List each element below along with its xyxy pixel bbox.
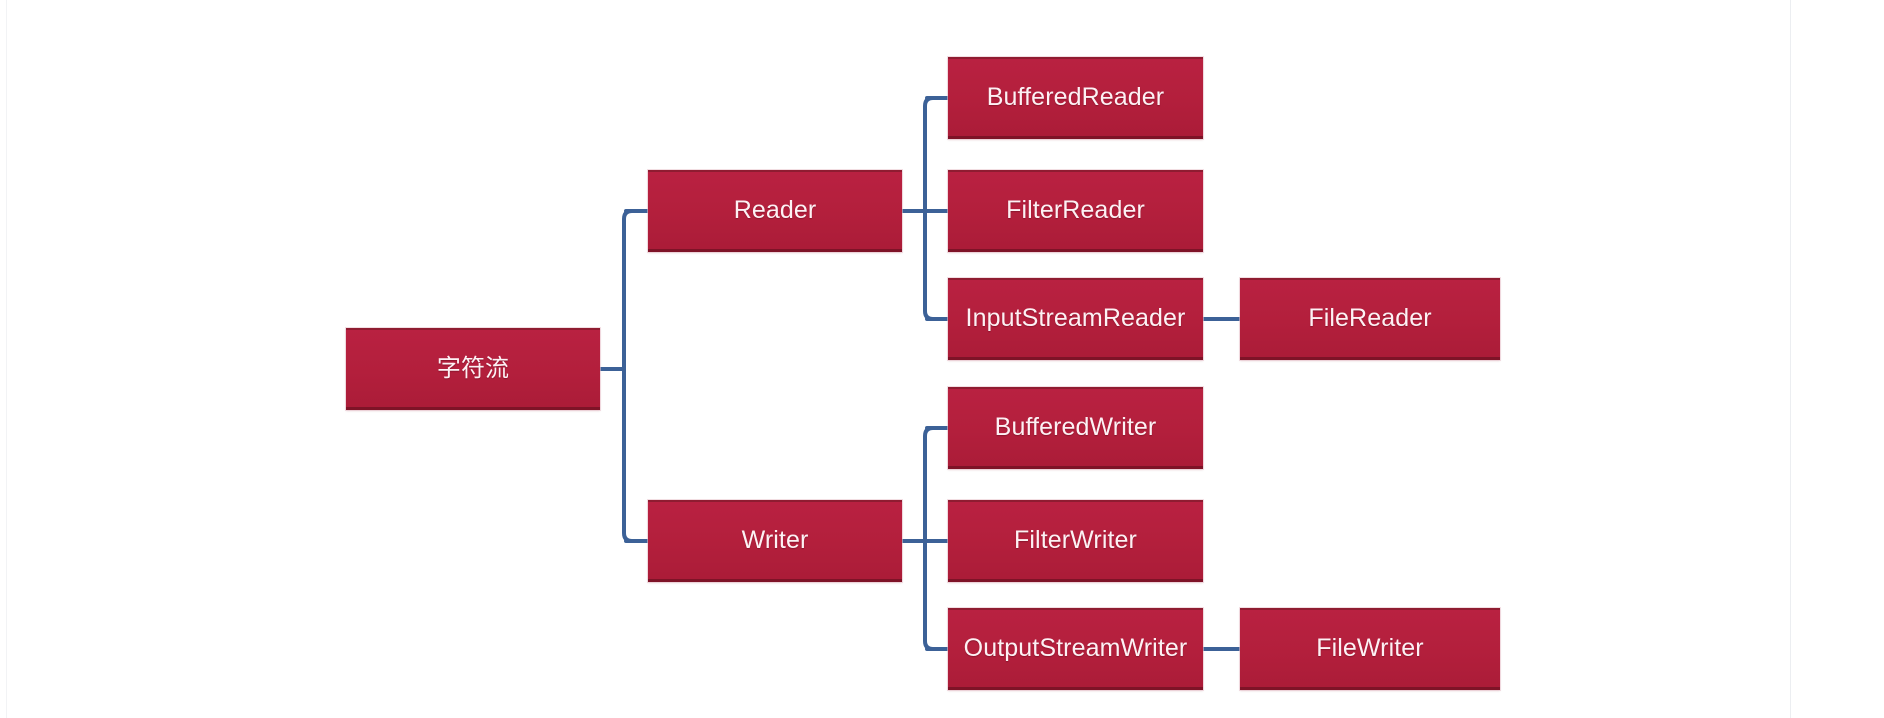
connector-spine-writer (923, 426, 934, 651)
node-filter-writer[interactable]: FilterWriter (948, 500, 1203, 582)
node-label-input-stream-reader: InputStreamReader (965, 304, 1186, 332)
node-label-output-stream-writer: OutputStreamWriter (963, 634, 1188, 662)
node-buffered-writer[interactable]: BufferedWriter (948, 387, 1203, 469)
node-filter-reader[interactable]: FilterReader (948, 170, 1203, 252)
connector-spine-reader (923, 96, 934, 321)
node-label-file-reader: FileReader (1308, 304, 1432, 332)
node-label-filter-reader: FilterReader (1006, 196, 1145, 224)
node-reader[interactable]: Reader (648, 170, 902, 252)
node-label-filter-writer: FilterWriter (1014, 526, 1137, 554)
node-root[interactable]: 字符流 (346, 328, 600, 410)
node-label-root: 字符流 (436, 354, 510, 382)
slide-edge-left-artifact (6, 0, 7, 718)
node-buffered-reader[interactable]: BufferedReader (948, 57, 1203, 139)
connector-spine-root (622, 209, 633, 543)
node-label-buffered-writer: BufferedWriter (994, 413, 1157, 441)
node-file-writer[interactable]: FileWriter (1240, 608, 1500, 690)
slide-edge-right-artifact (1790, 0, 1791, 718)
node-input-stream-reader[interactable]: InputStreamReader (948, 278, 1203, 360)
connector-group-writer (900, 426, 950, 651)
node-writer[interactable]: Writer (648, 500, 902, 582)
connector-group-root (598, 209, 650, 543)
node-label-writer: Writer (741, 526, 809, 554)
node-label-file-writer: FileWriter (1316, 634, 1424, 662)
node-label-buffered-reader: BufferedReader (986, 83, 1165, 111)
node-file-reader[interactable]: FileReader (1240, 278, 1500, 360)
node-label-reader: Reader (733, 196, 817, 224)
node-output-stream-writer[interactable]: OutputStreamWriter (948, 608, 1203, 690)
connector-group-reader (900, 96, 950, 321)
